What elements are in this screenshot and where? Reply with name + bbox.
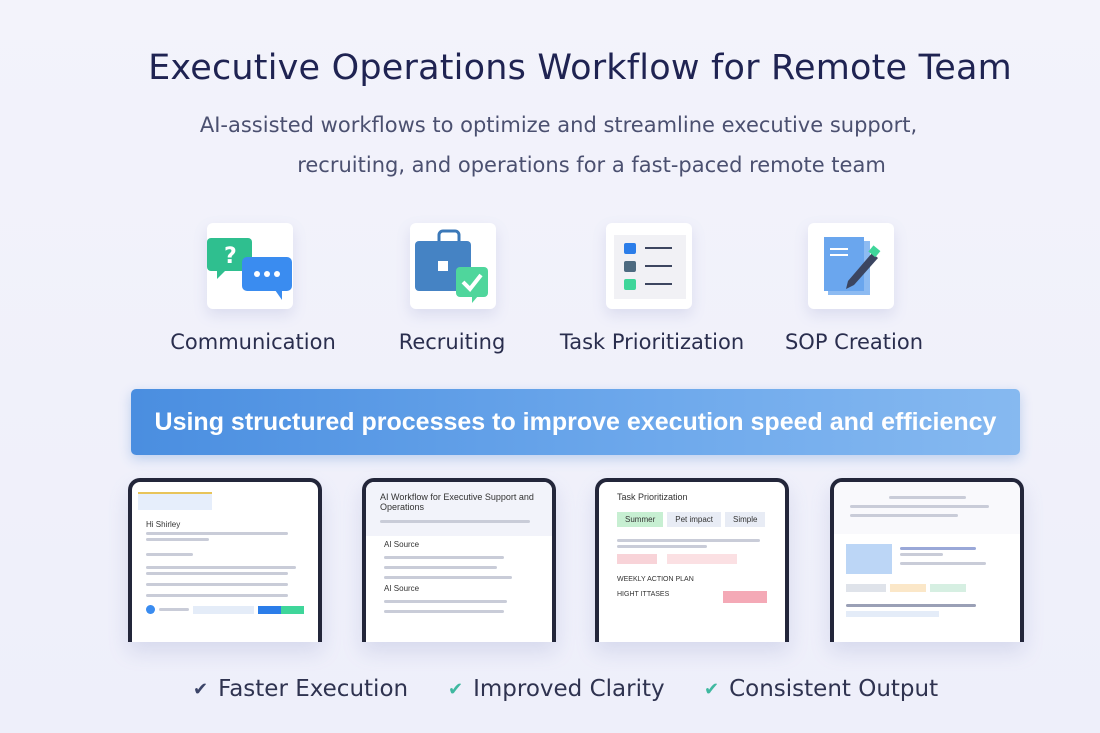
email-greeting: Hi Shirley xyxy=(146,520,181,529)
sop-creation-label: SOP Creation xyxy=(784,330,924,354)
communication-label: Communication xyxy=(170,330,336,354)
checklist-icon xyxy=(614,235,686,299)
document-pen-icon xyxy=(824,237,881,295)
communication-card: ? xyxy=(207,223,293,309)
subtitle-line-2: recruiting, and operations for a fast-pa… xyxy=(297,153,886,177)
recruiting-card xyxy=(410,223,496,309)
feature-consistent-output: ✔ Consistent Output xyxy=(704,676,938,702)
feature-improved-clarity: ✔ Improved Clarity xyxy=(448,676,665,702)
task-title: Task Prioritization xyxy=(617,492,688,502)
check-icon: ✔ xyxy=(704,678,720,700)
task-tab-1[interactable]: Summer xyxy=(617,512,664,527)
workflow-section-1: AI Source xyxy=(384,540,420,549)
feature-label: Improved Clarity xyxy=(473,676,665,702)
recruiting-label: Recruiting xyxy=(398,330,506,354)
feature-faster-execution: ✔ Faster Execution xyxy=(193,676,408,702)
briefcase-check-icon xyxy=(415,229,488,303)
feature-label: Consistent Output xyxy=(729,676,939,702)
svg-text:?: ? xyxy=(224,244,237,269)
task-prioritization-label: Task Prioritization xyxy=(559,330,745,354)
task-screen: Task Prioritization Summer Pet impact Si… xyxy=(595,478,789,642)
task-row: HIGHT ITTASES xyxy=(617,591,670,598)
task-tab-3[interactable]: Simple xyxy=(725,512,766,527)
page-title: Executive Operations Workflow for Remote… xyxy=(148,48,1012,88)
task-tab-2[interactable]: Pet impact xyxy=(667,512,722,527)
chat-bubbles-icon: ? xyxy=(207,238,292,300)
check-icon: ✔ xyxy=(448,678,464,700)
weekly-action-plan: WEEKLY ACTION PLAN xyxy=(617,576,694,583)
sop-creation-card xyxy=(808,223,894,309)
sop-screen xyxy=(830,478,1024,642)
banner: Using structured processes to improve ex… xyxy=(131,389,1020,455)
email-screen: Hi Shirley xyxy=(128,478,322,642)
task-prioritization-card xyxy=(606,223,692,309)
workflow-screen: AI Workflow for Executive Support and Op… xyxy=(362,478,556,642)
workflow-title: AI Workflow for Executive Support and Op… xyxy=(380,492,534,512)
workflow-section-2: AI Source xyxy=(384,584,420,593)
feature-label: Faster Execution xyxy=(218,676,409,702)
check-icon: ✔ xyxy=(193,678,209,700)
subtitle-line-1: AI-assisted workflows to optimize and st… xyxy=(199,113,918,137)
